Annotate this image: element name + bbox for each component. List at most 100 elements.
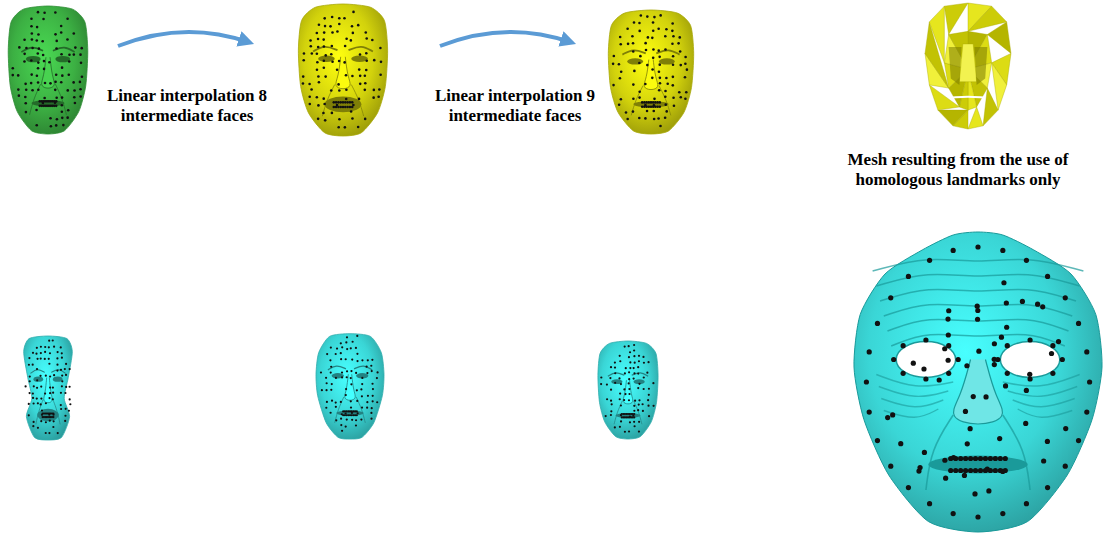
face-illustration-part — [633, 70, 636, 73]
arrow-caption: Linear interpolation 9 intermediate face… — [433, 86, 598, 126]
face-illustration-part — [684, 97, 687, 100]
face-illustration-part — [56, 364, 58, 366]
face-illustration-part — [345, 388, 347, 390]
face-illustration-part — [890, 412, 895, 417]
face-illustration-part — [341, 371, 343, 373]
face-illustration-part — [628, 430, 630, 432]
face-illustration-part — [611, 403, 613, 405]
face-illustration-part — [616, 413, 641, 418]
face-illustration-part — [372, 388, 374, 390]
face-illustration-part — [350, 347, 352, 349]
face-illustration-part — [605, 415, 607, 417]
face-illustration-part — [965, 441, 970, 446]
face-illustration-part — [658, 89, 661, 92]
face-illustration-part — [69, 403, 71, 405]
face-illustration-part — [380, 61, 383, 64]
face-illustration-part — [350, 383, 352, 385]
face-illustration-part — [620, 383, 622, 385]
face-illustration-part — [346, 348, 348, 350]
face-illustration-part — [632, 373, 648, 376]
face-illustration-part — [331, 400, 333, 402]
face-illustration-part — [873, 259, 1084, 271]
face-illustration-part — [632, 97, 635, 100]
face-illustration-part — [80, 47, 83, 50]
face-illustration-part — [332, 373, 344, 378]
face-illustration-part — [376, 371, 378, 373]
face-illustration-part — [331, 112, 334, 115]
face-illustration-part — [651, 77, 654, 80]
face-illustration-part — [37, 402, 39, 404]
face-illustration-part — [42, 57, 55, 88]
face-illustration-part — [346, 106, 349, 109]
face-illustration-part — [659, 101, 662, 104]
face-illustration-part — [364, 82, 367, 85]
face-illustration-part — [665, 77, 668, 80]
face-illustration-part — [946, 358, 951, 363]
face-illustration-part — [345, 37, 348, 40]
face-illustration-part — [331, 31, 334, 34]
face-illustration-part — [324, 119, 327, 122]
face-illustration-part — [43, 12, 46, 15]
face-illustration-part — [52, 426, 54, 428]
face-illustration-part — [614, 401, 622, 425]
face-illustration-part — [74, 102, 77, 105]
face-illustration-part — [350, 400, 352, 402]
face-illustration-part — [658, 56, 661, 59]
face-illustration-part — [672, 76, 675, 79]
face-illustration-part — [361, 377, 363, 379]
face-illustration-part — [48, 363, 50, 365]
face-illustration-part — [633, 425, 635, 427]
face-illustration-part — [888, 464, 893, 469]
face-illustration-part — [28, 364, 30, 366]
face-illustration-part — [323, 31, 326, 34]
face-illustration-part — [659, 86, 671, 116]
face-illustration-part — [49, 387, 51, 389]
face-illustration-part — [614, 372, 616, 374]
face-illustration-part — [331, 60, 334, 63]
face-illustration-part — [55, 105, 58, 108]
face-illustration-part — [42, 54, 45, 57]
face-illustration-part — [56, 369, 58, 371]
face-illustration-part — [901, 371, 906, 376]
face-illustration-part — [303, 52, 306, 55]
face-illustration-part — [335, 406, 337, 408]
face-illustration-part — [49, 375, 51, 377]
face-illustration-part — [351, 106, 354, 109]
face-illustration-part — [342, 101, 345, 104]
face-illustration-part — [376, 401, 378, 403]
face-illustration-part — [335, 377, 337, 379]
face-illustration-part — [1003, 383, 1008, 388]
face-illustration-part — [653, 16, 656, 19]
face-illustration-part — [632, 42, 635, 45]
face-illustration-part — [619, 392, 621, 394]
face-illustration-part — [1000, 248, 1005, 253]
face-illustration-part — [371, 370, 373, 372]
face-illustration-part — [356, 397, 365, 423]
face-illustration-part — [638, 96, 641, 99]
face-illustration-part — [1024, 258, 1029, 263]
face-illustration-part — [638, 403, 640, 405]
face-illustration-part — [60, 81, 63, 84]
face-illustration-part — [340, 342, 342, 344]
face-illustration-part — [40, 403, 42, 405]
face-illustration-part — [359, 83, 362, 86]
face-illustration-part — [622, 50, 645, 54]
face-illustration-part — [36, 379, 38, 381]
face-illustration-part — [679, 64, 682, 67]
face-illustration-part — [648, 415, 650, 417]
face-illustration-part — [1035, 302, 1040, 307]
face-illustration-part — [606, 398, 608, 400]
face-illustration-part — [356, 373, 368, 378]
face-illustration-part — [928, 456, 1027, 474]
face-illustration-part — [343, 17, 346, 20]
face-illustration-part — [357, 412, 359, 414]
face-illustration-part — [60, 404, 62, 406]
face-illustration-part — [358, 98, 361, 101]
face-illustration-part — [32, 100, 65, 106]
face-illustration-part — [308, 83, 311, 86]
face-illustration-part — [72, 32, 75, 35]
face-illustration-part — [879, 387, 948, 397]
face-illustration-part — [35, 39, 38, 42]
face-illustration-part — [371, 39, 374, 42]
